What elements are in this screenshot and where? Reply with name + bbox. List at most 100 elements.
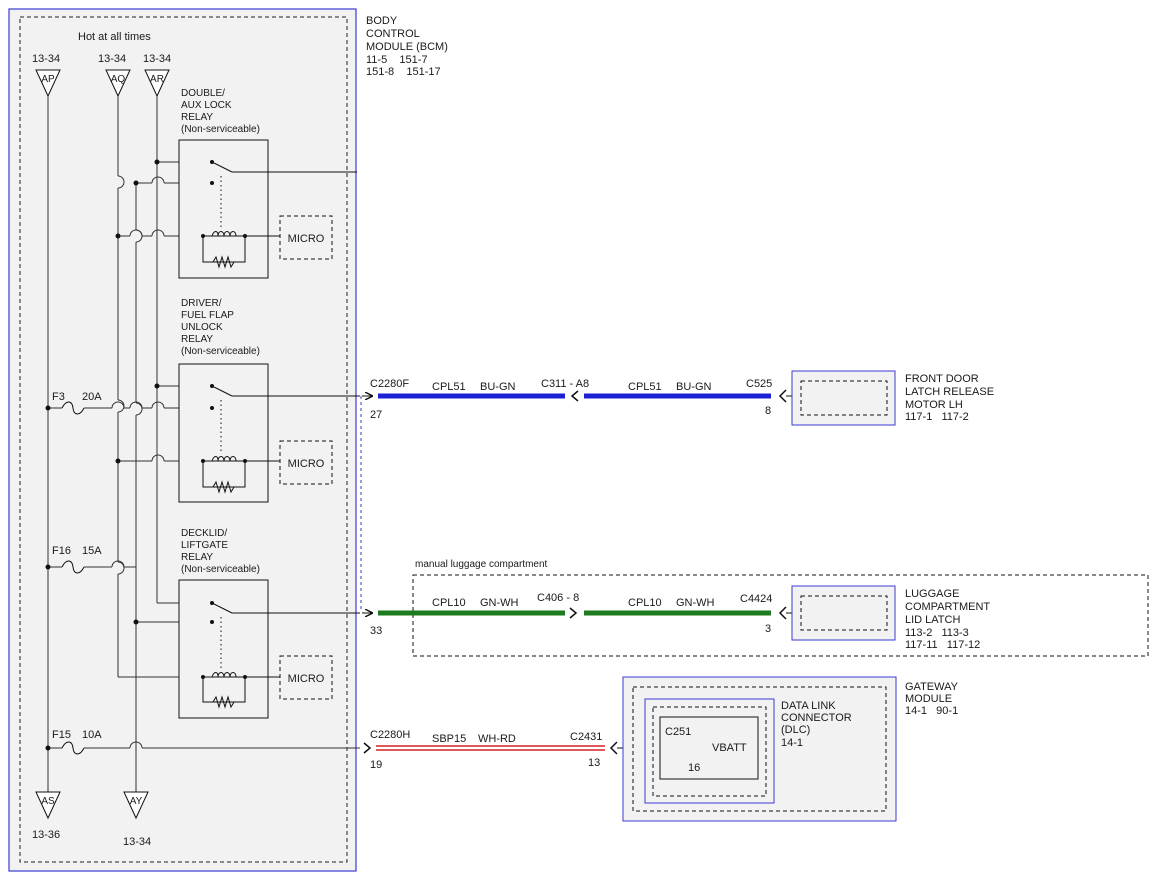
connector-as-page: 13-36	[32, 829, 60, 841]
gateway-module: C251 VBATT 16 GATEWAY MODULE 14-1 90-1 D…	[622, 676, 959, 822]
dlc-title-1: DATA LINK	[781, 700, 836, 712]
c4424-pin: 3	[765, 623, 771, 635]
connector-ap-page: 13-34	[32, 53, 60, 65]
vbatt-label: VBATT	[712, 742, 747, 754]
relay-3-micro-box	[279, 655, 333, 700]
fuse-f15-symbol	[61, 741, 85, 755]
relay-3-title-4: (Non-serviceable)	[181, 564, 260, 575]
relay-2-title-5: (Non-serviceable)	[181, 346, 260, 357]
sbp15-color: WH-RD	[478, 733, 516, 745]
relay-2-title-4: RELAY	[181, 334, 213, 345]
bottom-connector-as[interactable]: AS 13-36	[32, 791, 61, 841]
top-connector-ar[interactable]: 13-34 AR	[143, 53, 171, 98]
dlc-title-2: CONNECTOR	[781, 712, 852, 724]
connector-ap-triangle	[35, 69, 61, 98]
fuse-f3-rating: 20A	[82, 391, 102, 403]
bcm-title-line-1: BODY	[366, 15, 398, 27]
bcm-title-line-3: MODULE (BCM)	[366, 41, 448, 53]
connector-aq-page: 13-34	[98, 53, 126, 65]
connector-ar-triangle	[144, 69, 170, 98]
connector-as-triangle	[35, 791, 61, 820]
front-door-refs: 117-1 117-2	[905, 411, 969, 423]
hot-at-all-times-label: Hot at all times	[78, 31, 151, 43]
connector-as-label: AS	[41, 796, 55, 807]
luggage-title-1: LUGGAGE	[905, 588, 959, 600]
luggage-latch-box	[791, 585, 896, 641]
relay-3-title-1: DECKLID/	[181, 528, 227, 539]
relay-2-micro-label: MICRO	[288, 458, 325, 470]
gateway-title-2: MODULE	[905, 693, 952, 705]
bcm-refs-line-1: 11-5 151-7	[366, 54, 428, 66]
bcm-title-line-2: CONTROL	[366, 28, 420, 40]
c406-arrow	[569, 607, 578, 619]
top-connector-ap[interactable]: 13-34 AP	[32, 53, 61, 98]
relay-3-box	[178, 579, 269, 719]
c2431-arrow	[609, 741, 618, 755]
front-door-title-2: LATCH RELEASE	[905, 386, 994, 398]
luggage-refs-2: 117-11 117-12	[905, 639, 980, 651]
luggage-title-3: LID LATCH	[905, 614, 960, 626]
relay-2-box	[178, 363, 269, 503]
fuse-f16-rating: 15A	[82, 545, 102, 557]
front-door-latch-motor: FRONT DOOR LATCH RELEASE MOTOR LH 117-1 …	[791, 370, 994, 426]
c2431-label: C2431	[570, 731, 602, 743]
relay-1-box	[178, 139, 269, 279]
cpl10-color-a: GN-WH	[480, 597, 519, 609]
c311-arrow	[570, 390, 579, 402]
relay-1-title-1: DOUBLE/	[181, 88, 225, 99]
relay-3-title-3: RELAY	[181, 552, 213, 563]
relay-1-micro-label: MICRO	[288, 233, 325, 245]
fuse-f15-name: F15	[52, 729, 71, 741]
relay-3-title-2: LIFTGATE	[181, 540, 228, 551]
bcm-title: BODY CONTROL MODULE (BCM) 11-5 151-7 151…	[366, 15, 448, 78]
fuse-f15-rating: 10A	[82, 729, 102, 741]
c4424-label: C4424	[740, 593, 772, 605]
fuse-f16: F16 15A	[52, 545, 102, 574]
relay-2-micro-box	[279, 440, 333, 485]
relay-decklid-liftgate: DECKLID/ LIFTGATE RELAY (Non-serviceable…	[178, 528, 360, 719]
c251-label: C251	[665, 726, 691, 738]
fuse-f15: F15 10A	[52, 729, 102, 755]
connector-ap-label: AP	[41, 74, 55, 85]
c2280f-pin: 27	[370, 409, 382, 421]
gateway-refs: 14-1 90-1	[905, 705, 958, 717]
front-door-latch-inner-box	[800, 380, 888, 416]
c525-pin: 8	[765, 405, 771, 417]
c525-label: C525	[746, 378, 772, 390]
connector-aq-triangle	[105, 69, 131, 98]
relay-driver-fuel-flap-unlock: DRIVER/ FUEL FLAP UNLOCK RELAY (Non-serv…	[178, 298, 360, 503]
fuse-f3-symbol	[61, 401, 85, 415]
bottom-connector-ay[interactable]: AY 13-34	[123, 791, 151, 848]
dlc-title-3: (DLC)	[781, 724, 810, 736]
fuse-f3-name: F3	[52, 391, 65, 403]
c251-box	[659, 716, 759, 780]
circuit-cpl51: C2280F 27 CPL51 BU-GN C311 - A8 CPL51 BU…	[362, 378, 800, 421]
connector-ay-page: 13-34	[123, 836, 151, 848]
front-door-latch-box	[791, 370, 896, 426]
luggage-lid-latch: LUGGAGE COMPARTMENT LID LATCH 113-2 113-…	[791, 585, 990, 651]
relay-2-title-3: UNLOCK	[181, 322, 223, 333]
relay-double-aux-lock: DOUBLE/ AUX LOCK RELAY (Non-serviceable)…	[178, 88, 357, 279]
top-connector-aq[interactable]: 13-34 AQ	[98, 53, 131, 98]
relay-3-micro-label: MICRO	[288, 673, 325, 685]
c2280h-pin: 19	[370, 759, 382, 771]
bcm-refs-line-2: 151-8 151-17	[366, 66, 441, 78]
relay-2-title-2: FUEL FLAP	[181, 310, 234, 321]
connector-ar-page: 13-34	[143, 53, 171, 65]
luggage-refs-1: 113-2 113-3	[905, 627, 969, 639]
cpl51-color-a: BU-GN	[480, 381, 516, 393]
cpl51-circuit-a: CPL51	[432, 381, 466, 393]
bcm-inner-box	[19, 16, 348, 863]
front-door-title-3: MOTOR LH	[905, 399, 963, 411]
fuse-f16-name: F16	[52, 545, 71, 557]
sbp15-circuit: SBP15	[432, 733, 466, 745]
cpl51-color-b: BU-GN	[676, 381, 712, 393]
luggage-latch-inner-box	[800, 595, 888, 631]
c4424-arrow	[778, 606, 787, 620]
c251-pin: 16	[688, 762, 700, 774]
circuit-sbp15: C2280H 19 SBP15 WH-RD C2431 13	[363, 729, 705, 771]
connector-aq-label: AQ	[111, 74, 126, 85]
connector-ar-label: AR	[150, 74, 164, 85]
cpl10-circuit-a: CPL10	[432, 597, 466, 609]
